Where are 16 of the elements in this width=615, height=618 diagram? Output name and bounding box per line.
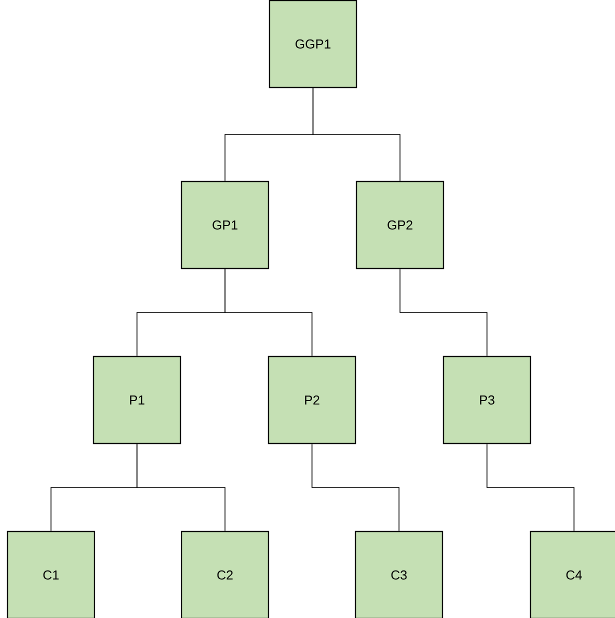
person-box: C4 — [530, 530, 615, 618]
person-box: GP2 — [356, 180, 444, 270]
person-box: GP1 — [180, 180, 270, 270]
person-box: P3 — [442, 356, 532, 444]
person-box: C1 — [6, 530, 96, 618]
person-box: P1 — [92, 356, 182, 444]
connector-line — [312, 444, 400, 532]
person-box: C3 — [354, 530, 444, 618]
connector-line — [486, 444, 574, 532]
connector-line — [400, 268, 488, 356]
connector-line — [312, 88, 400, 182]
person-box: P2 — [268, 356, 356, 444]
person-box: C2 — [180, 530, 270, 618]
person-box: GGP1 — [268, 0, 358, 88]
connector-line — [224, 268, 312, 356]
connector-line — [136, 444, 226, 532]
